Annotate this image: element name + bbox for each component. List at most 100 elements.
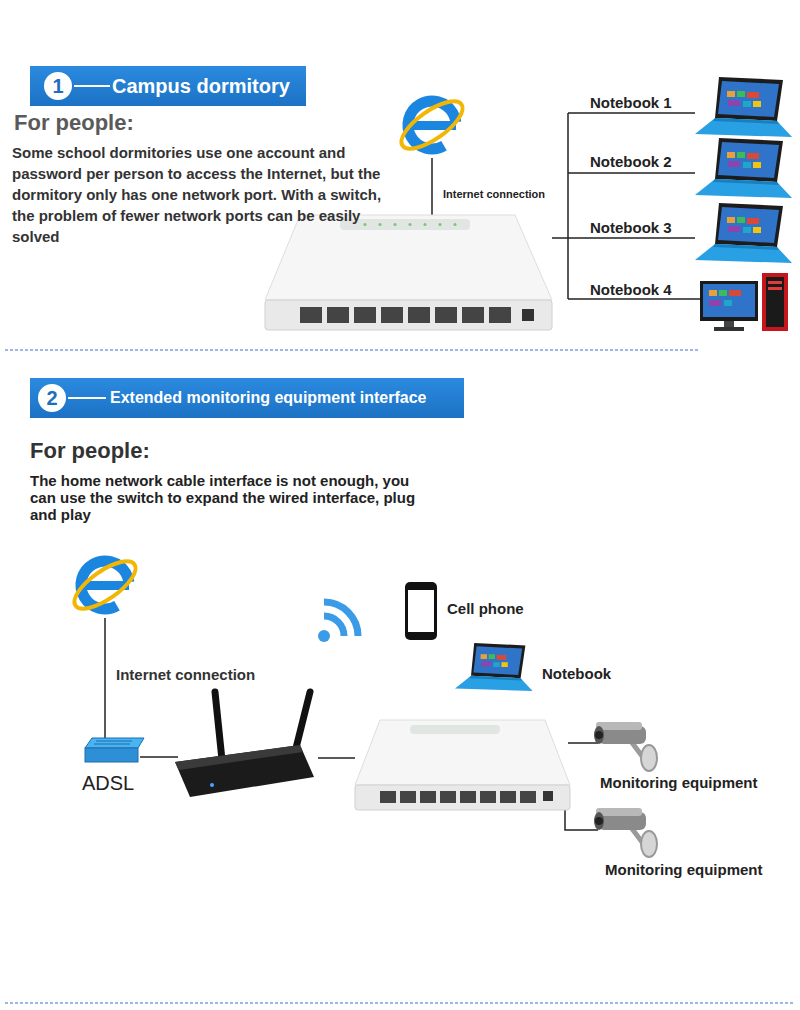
laptop-icon xyxy=(695,138,792,198)
laptop-icon xyxy=(695,77,792,137)
network-switch xyxy=(379,223,382,226)
router xyxy=(215,692,222,760)
network-switch xyxy=(380,791,396,803)
laptop-icon xyxy=(695,203,792,263)
device-label: Notebook 3 xyxy=(590,219,672,236)
network-switch xyxy=(462,307,484,323)
device-label: Notebook 4 xyxy=(590,281,672,298)
router xyxy=(210,783,214,787)
device-label: Notebook xyxy=(542,665,611,682)
network-switch xyxy=(327,307,349,323)
network-wire xyxy=(568,742,598,744)
network-switch xyxy=(265,215,552,330)
connection-label: Internet connection xyxy=(116,666,255,683)
network-switch xyxy=(480,791,496,803)
network-switch xyxy=(364,223,367,226)
network-switch xyxy=(409,223,412,226)
callout-number: 2 xyxy=(40,386,64,410)
network-switch xyxy=(520,791,536,803)
network-switch xyxy=(354,307,376,323)
network-switch xyxy=(454,223,457,226)
browser-icon xyxy=(394,92,469,158)
section-divider xyxy=(5,1003,795,1004)
section-banner: Campus dormitory1 xyxy=(30,66,306,106)
laptop-icon xyxy=(695,77,792,263)
network-wire xyxy=(431,158,433,216)
adsl-modem xyxy=(85,738,144,762)
description-text: The home network cable interface is not … xyxy=(30,472,420,523)
network-switch xyxy=(522,309,534,321)
network-switch xyxy=(265,215,552,300)
cell-phone-icon xyxy=(408,590,434,632)
network-switch xyxy=(439,223,442,226)
camera-icon xyxy=(594,722,657,771)
adsl-modem xyxy=(85,748,138,762)
device-label: Notebook 2 xyxy=(590,153,672,170)
network-switch xyxy=(355,720,570,810)
network-switch xyxy=(355,720,570,785)
network-switch xyxy=(381,307,403,323)
network-wire xyxy=(568,172,695,174)
section-title: Extended monitoring equipment interface xyxy=(30,378,464,418)
network-wire xyxy=(568,298,700,300)
network-wire xyxy=(552,237,568,239)
section-number: 2 xyxy=(38,384,66,412)
network-switch xyxy=(460,791,476,803)
section-banner: Extended monitoring equipment interface2 xyxy=(30,378,464,418)
network-switch xyxy=(489,307,511,323)
network-switch xyxy=(500,791,516,803)
desktop-icon xyxy=(700,273,788,331)
cell-phone-icon xyxy=(405,582,437,640)
network-switch xyxy=(424,223,427,226)
section-number: 1 xyxy=(44,72,72,100)
network-wire xyxy=(565,808,598,830)
device-label: Cell phone xyxy=(447,600,524,617)
network-switch xyxy=(408,307,430,323)
laptop-icon xyxy=(455,643,533,691)
adsl-modem xyxy=(85,738,144,748)
router xyxy=(175,745,314,797)
laptop-icon xyxy=(455,643,533,691)
network-wire xyxy=(568,237,695,239)
wifi-symbol xyxy=(324,616,344,636)
wifi-symbol xyxy=(324,602,358,636)
device-label: ADSL xyxy=(82,772,134,795)
wifi-symbol xyxy=(318,630,330,642)
callout-number: 1 xyxy=(46,74,70,98)
network-switch xyxy=(420,791,436,803)
network-switch xyxy=(355,785,570,810)
network-wire xyxy=(105,618,598,830)
network-switch xyxy=(435,307,457,323)
adsl-modem xyxy=(94,744,130,745)
network-wire xyxy=(318,757,355,759)
network-wire xyxy=(140,756,178,758)
router xyxy=(175,692,314,797)
section-divider xyxy=(5,350,698,351)
browser-icon xyxy=(67,552,142,618)
network-switch xyxy=(400,791,416,803)
wifi-symbol xyxy=(318,602,358,642)
network-switch xyxy=(300,307,322,323)
router xyxy=(175,745,303,770)
network-switch xyxy=(440,791,456,803)
section-heading: For people: xyxy=(30,438,150,464)
desktop-icon xyxy=(700,273,788,331)
camera-icon xyxy=(594,808,657,857)
section-heading: For people: xyxy=(14,110,134,136)
network-switch xyxy=(394,223,397,226)
section-divider xyxy=(5,350,795,1003)
cell-phone-icon xyxy=(405,582,437,640)
network-switch xyxy=(410,725,500,734)
network-switch xyxy=(543,791,553,801)
network-wire xyxy=(567,113,569,299)
network-wire xyxy=(104,618,106,740)
adsl-modem xyxy=(96,741,132,742)
description-text: Some school dormitories use one account … xyxy=(12,142,397,247)
network-switch xyxy=(265,300,552,330)
network-wire xyxy=(568,112,695,114)
connection-label: Internet connection xyxy=(443,188,545,200)
browser-icon xyxy=(67,552,142,618)
router xyxy=(295,692,310,752)
device-label: Monitoring equipment xyxy=(600,774,757,791)
